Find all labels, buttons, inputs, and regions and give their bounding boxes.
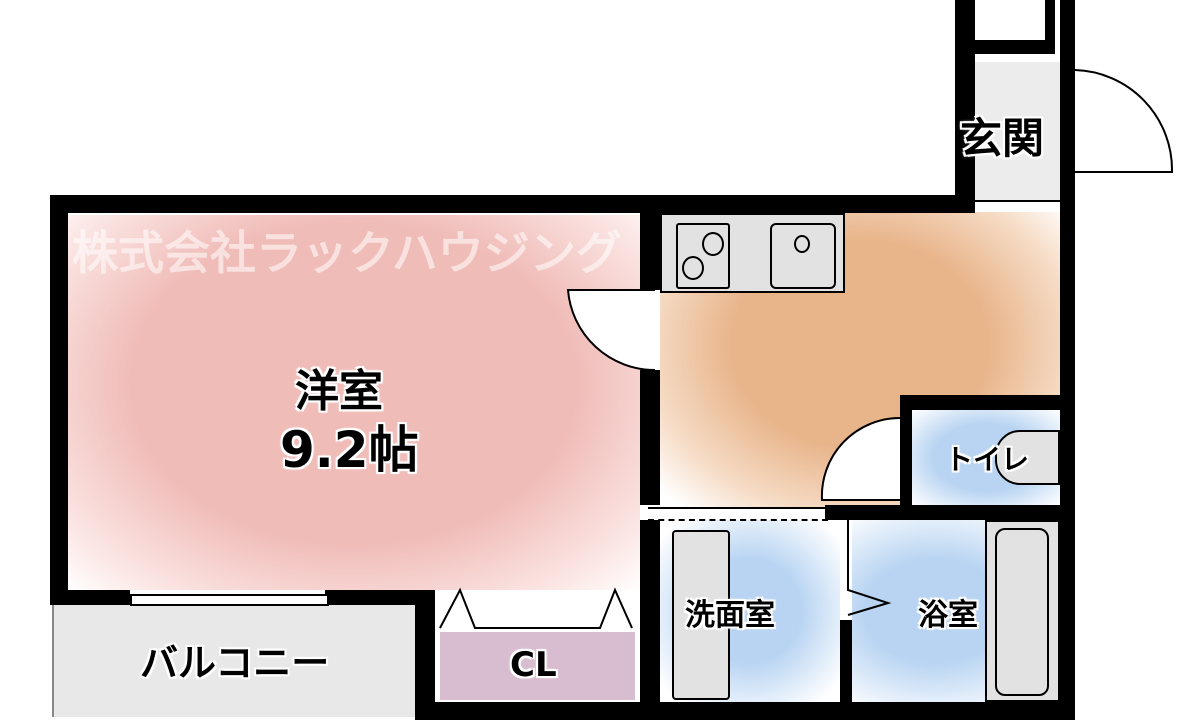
sliding-door[interactable] [648,507,828,521]
wall [50,590,130,605]
balcony-label: バルコニー [140,641,330,685]
wall [50,195,975,213]
wall [640,370,660,505]
bathroom-door [847,520,892,616]
wall [900,395,912,510]
closet-doors [439,587,633,629]
toilet-fixture [995,430,1060,485]
wall [900,395,1075,410]
balcony-window [130,594,329,606]
wall [960,40,1050,54]
wall [840,620,852,720]
bathroom-label: 浴室 [918,598,978,633]
closet-label: CL [510,645,557,685]
entrance-floor [975,62,1060,202]
watermark: 株式会社ラックハウジング [72,226,622,280]
sink-icon [770,223,836,289]
washbasin [672,530,730,700]
wall [420,702,1075,720]
stove-icon [676,223,730,289]
entrance-door [1074,69,1174,173]
wall [1060,0,1075,720]
wall [640,210,660,290]
western-room-size: 9.2帖 [280,421,419,479]
western-room-label: 洋室 [295,366,383,417]
western-room-floor [68,215,640,590]
wall [825,505,1075,520]
wall [415,590,435,720]
wall [325,590,435,605]
balcony-floor [52,605,417,717]
kitchen-counter [660,213,845,293]
entrance-label: 玄関 [960,114,1045,163]
window [975,200,1060,202]
western-door [566,289,656,372]
toilet-label: トイレ [945,443,1030,476]
wall [1045,0,1055,54]
wall [640,520,660,720]
bathtub [985,520,1060,702]
toilet-door [820,416,901,501]
closet-floor [440,632,635,700]
washroom-label: 洗面室 [685,598,775,633]
wall [50,195,68,605]
